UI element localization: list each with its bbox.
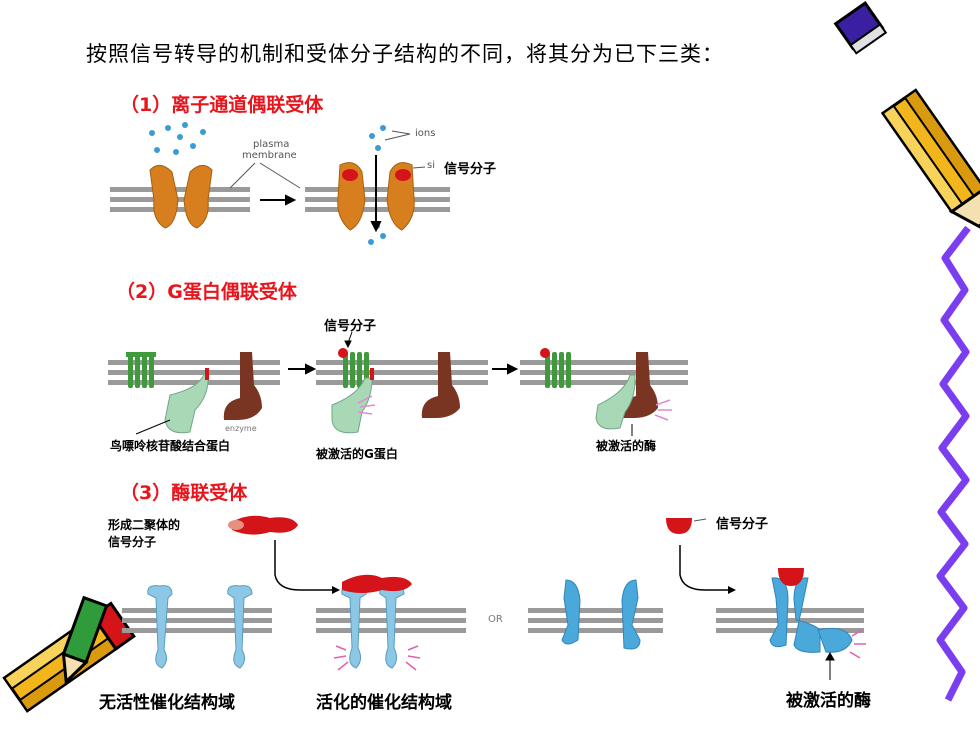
section-2-heading: （2）G蛋白偶联受体: [116, 281, 297, 303]
label-active-enzyme-3: 被激活的酶: [786, 691, 871, 711]
membrane-1b: [305, 187, 450, 212]
label-plasma: plasma: [253, 139, 290, 150]
signal-molecule-3: [540, 348, 550, 358]
activation-burst-1: [357, 395, 376, 415]
arrow-3a-head: [332, 586, 340, 594]
dimer-signal-part: [228, 520, 244, 530]
label-active-g: 被激活的G蛋白: [316, 447, 398, 461]
section-1-heading: （1）离子通道偶联受体: [120, 94, 324, 116]
arrow-2b: [492, 363, 519, 375]
activation-burst-4: [849, 629, 866, 659]
arrow-2a: [288, 363, 317, 375]
label-dimer-1: 形成二聚体的: [108, 518, 181, 532]
label-or: OR: [488, 614, 503, 625]
arrow-3b: [679, 545, 728, 591]
signal-molecule-1: [342, 169, 411, 181]
section-3-heading: （3）酶联受体: [120, 482, 248, 504]
label-signal-1: 信号分子: [444, 162, 497, 177]
label-lines-1: [229, 130, 426, 189]
label-signal-2: 信号分子: [324, 319, 377, 334]
page-title: 按照信号转导的机制和受体分子结构的不同，将其分为已下三类：: [86, 42, 724, 66]
g-protein-anchor-1: [205, 368, 209, 380]
decorative-zigzag: [936, 225, 971, 702]
label-membrane: membrane: [242, 150, 297, 161]
label-enzyme-small: enzyme: [225, 424, 257, 433]
label-gprotein: 鸟嘌呤核苷酸结合蛋白: [110, 439, 231, 453]
g-protein-1: [164, 371, 209, 434]
arrow-3b-head: [728, 586, 736, 594]
dimer-bound: [342, 574, 412, 593]
ion-flow-arrow: [370, 155, 382, 233]
enzyme-receptor-inactive: [147, 585, 253, 669]
label-line-3: [693, 518, 707, 522]
enzyme-receptor-split: [561, 579, 641, 650]
enzyme-1: [223, 352, 262, 420]
enzyme-receptor-active: [341, 585, 405, 669]
monomer-bound: [778, 568, 804, 586]
g-receptor-3: [545, 352, 571, 388]
label-lines-2: [135, 331, 633, 436]
label-inactive-domain: 无活性催化结构域: [99, 693, 235, 713]
signal-molecule-2: [338, 348, 348, 358]
label-si: si: [427, 160, 435, 171]
ion-channel-closed: [149, 165, 213, 229]
activation-burst-2: [654, 399, 672, 421]
enzyme-receptor-split-active: [769, 577, 853, 653]
eraser-top-right-icon: [833, 1, 888, 55]
pencil-top-right-icon: [880, 88, 980, 236]
enzyme-2: [421, 352, 460, 418]
monomer-signal-molecule: [666, 518, 692, 534]
arrow-3a: [274, 540, 332, 591]
g-receptor-1: [126, 352, 156, 388]
membrane-1a: [110, 187, 250, 212]
label-dimer-2: 信号分子: [108, 535, 157, 549]
g-protein-2: [331, 377, 373, 434]
arrow-1: [260, 194, 297, 206]
pointer-3: [825, 651, 835, 680]
label-active-domain: 活化的催化结构域: [316, 693, 452, 713]
label-signal-3: 信号分子: [716, 517, 769, 532]
label-active-enzyme-2: 被激活的酶: [596, 439, 657, 453]
g-protein-3: [595, 374, 636, 430]
dimer-signal-molecule: [232, 515, 298, 535]
activation-burst-3: [333, 645, 421, 671]
g-protein-anchor-2: [370, 368, 374, 380]
membrane-2: [108, 360, 688, 385]
label-ions: ions: [415, 128, 436, 139]
pencil-bottom-left-2-icon: [61, 595, 109, 685]
